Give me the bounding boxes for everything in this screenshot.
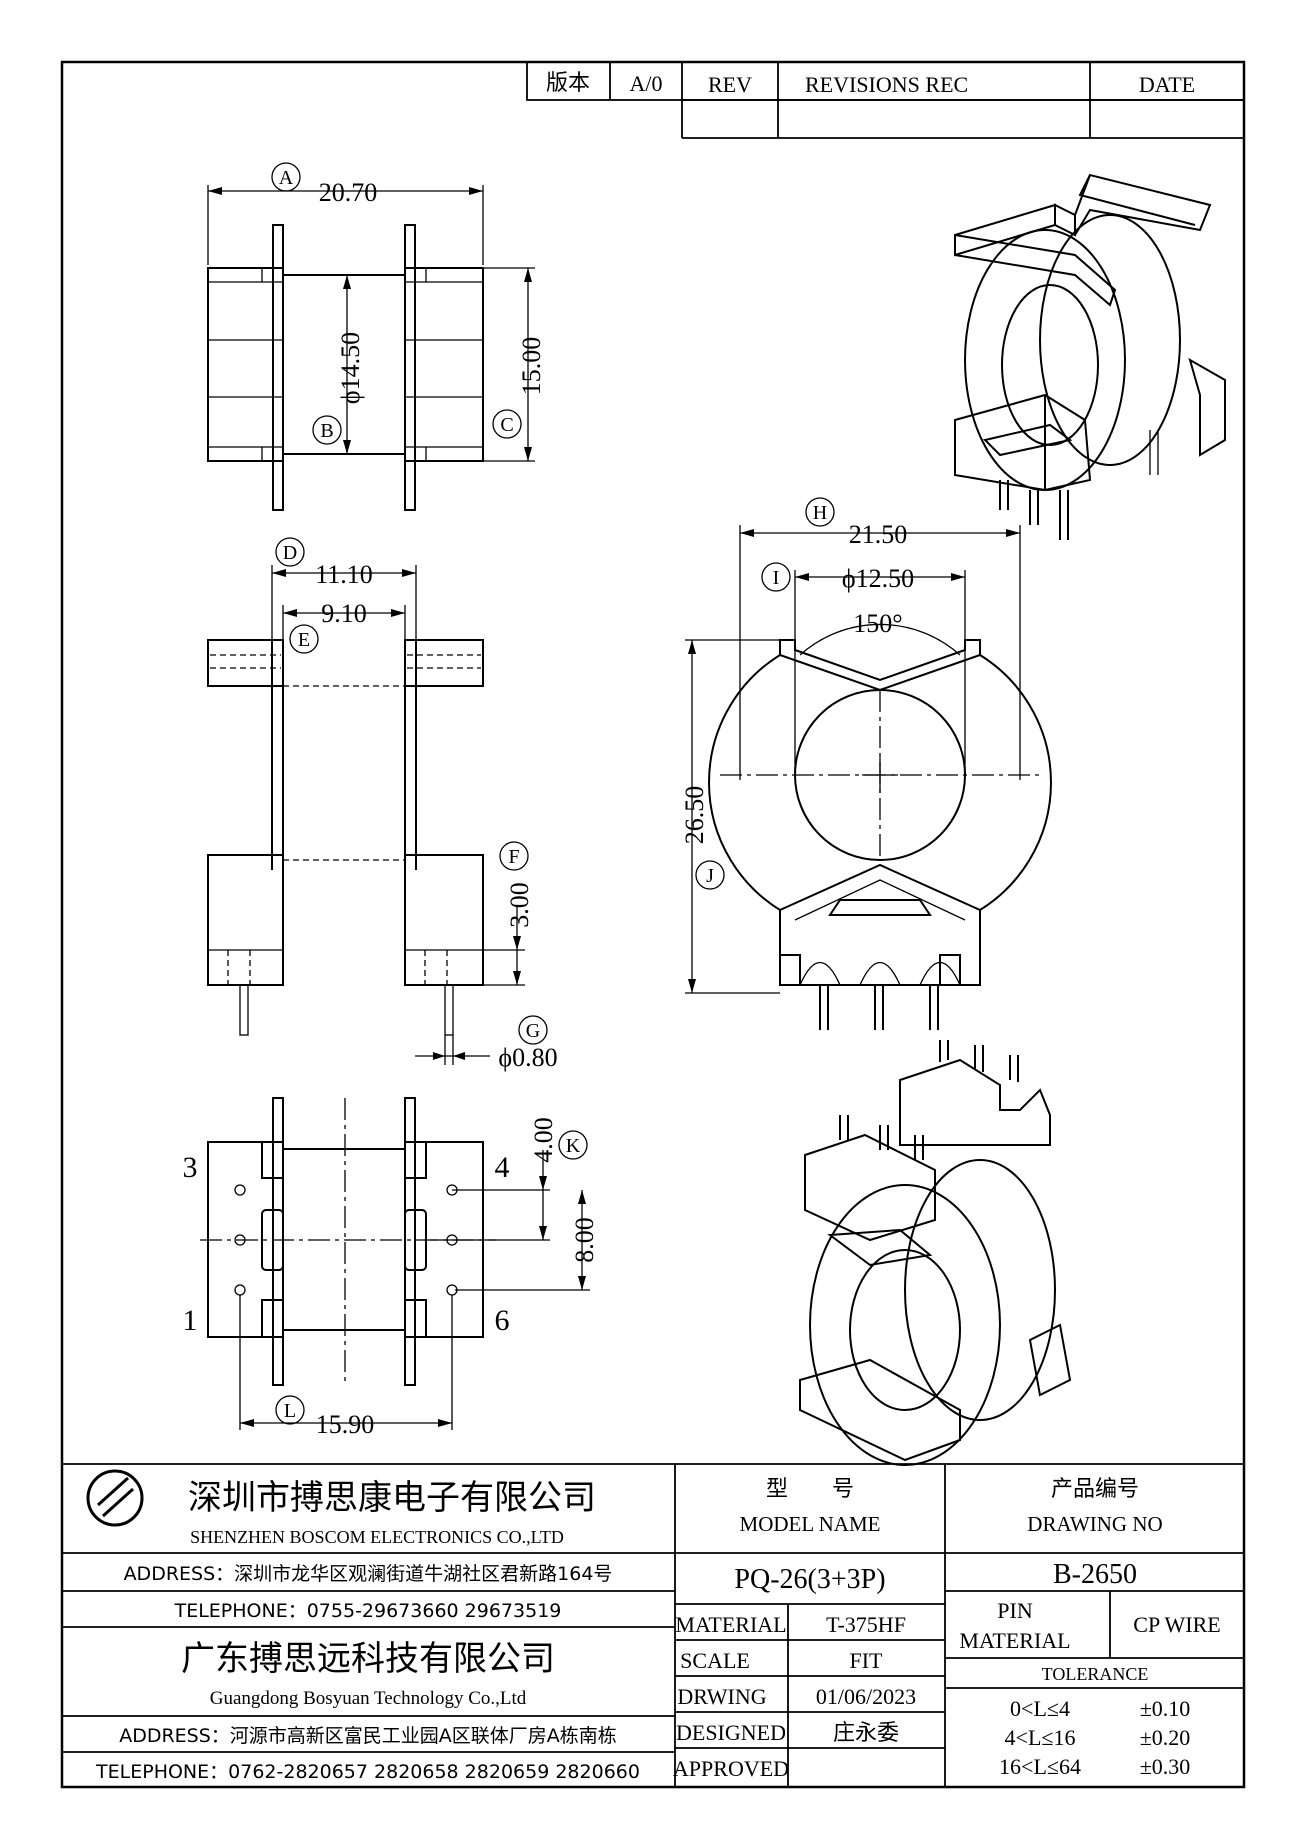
tolerance-value-3: ±0.30 [1140,1754,1191,1779]
pin-3-label: 3 [183,1151,198,1184]
dim-l-bubble: L [284,1400,296,1422]
tolerance-value-2: ±0.20 [1140,1725,1191,1750]
approved-label: APPROVED [673,1756,789,1781]
address-2: ADDRESS：河源市高新区富民工业园A区联体厂房A栋南栋 [119,1725,617,1747]
isometric-view-bottom [799,1040,1072,1466]
material-value: T-375HF [826,1612,906,1637]
drawing-label-cn: 产品编号 [1051,1477,1139,1502]
company-name-en: SHENZHEN BOSCOM ELECTRONICS CO.,LTD [190,1527,564,1547]
dim-b-value: ϕ14.50 [336,332,365,404]
pin-material-label-1: PIN [997,1598,1033,1623]
model-label-en: MODEL NAME [740,1512,881,1536]
dim-b-bubble: B [320,420,333,442]
address-1: ADDRESS：深圳市龙华区观澜街道牛湖社区君新路164号 [124,1563,613,1585]
dim-h-bubble: H [813,502,827,524]
drawing-date-value: 01/06/2023 [816,1684,916,1709]
revisions-label: REVISIONS REC [805,72,968,97]
dim-c-value: 15.00 [517,337,546,396]
company-logo-icon [86,1469,144,1527]
front-view: 150° H 21.50 I ϕ12.50 26.50 J [680,497,1052,1030]
dim-j-value: 26.50 [680,786,709,845]
dim-e-bubble: E [298,629,310,651]
model-value: PQ-26(3+3P) [734,1564,885,1595]
dim-f-value: 3.00 [505,882,534,928]
top-view: A 20.70 ϕ14.50 B 15.00 C [207,162,546,511]
pin-material-label-2: MATERIAL [959,1628,1070,1653]
revision-block: 版本 A/0 REV REVISIONS REC DATE [526,61,1245,139]
dim-a-bubble: A [279,167,294,189]
dim-a-value: 20.70 [319,178,378,207]
drawing-label-en: DRAWING NO [1027,1512,1162,1536]
dim-l-value: 15.90 [316,1410,375,1439]
tolerance-range-3: 16<L≤64 [999,1754,1081,1779]
dim-f-bubble: F [508,846,519,868]
side-view: D 11.10 9.10 E 3.00 F G ϕ0.80 [207,537,558,1072]
dim-g-bubble: G [526,1020,540,1042]
dim-i-bubble: I [773,567,780,589]
dim-i-value: ϕ12.50 [842,564,914,593]
tolerance-label: TOLERANCE [1042,1664,1149,1684]
designed-value: 庄永委 [833,1721,899,1746]
dim-j-bubble: J [706,865,714,887]
telephone-2: TELEPHONE：0762-2820657 2820658 2820659 2… [95,1761,640,1783]
pin-6-label: 6 [495,1304,510,1337]
dim-c-bubble: C [500,414,513,436]
tolerance-range-1: 0<L≤4 [1010,1696,1070,1721]
rev-label: REV [708,72,752,97]
dim-g-value: ϕ0.80 [498,1043,557,1072]
company2-name-en: Guangdong Bosyuan Technology Co.,Ltd [210,1688,527,1709]
tolerance-value-1: ±0.10 [1140,1696,1191,1721]
pin-material-value: CP WIRE [1133,1612,1220,1637]
scale-value: FIT [850,1648,884,1673]
dim-d-value: 11.10 [315,560,373,589]
dim-d-bubble: D [283,542,297,564]
version-label: 版本 [546,71,590,96]
drawing-number-value: B-2650 [1053,1559,1137,1590]
dim-pitch-value: 8.00 [570,1217,599,1263]
drawing-date-label: DRWING [677,1684,766,1709]
pin-1-label: 1 [183,1304,198,1337]
date-label: DATE [1139,72,1195,97]
dim-h-value: 21.50 [849,520,908,549]
tolerance-range-2: 4<L≤16 [1005,1725,1076,1750]
version-value: A/0 [630,71,663,96]
scale-label: SCALE [680,1648,750,1673]
isometric-view-top [954,173,1226,540]
company-name-cn: 深圳市搏思康电子有限公司 [188,1478,596,1518]
telephone-1: TELEPHONE：0755-29673660 29673519 [174,1600,562,1622]
designed-label: DESIGNED [676,1720,786,1745]
dim-k-bubble: K [566,1135,581,1157]
dim-k-value: 4.00 [529,1117,558,1163]
bottom-view: 3 4 1 6 4.00 K 8.00 L 15.90 [183,1097,599,1439]
angle-value: 150° [853,609,902,638]
title-block: 深圳市搏思康电子有限公司 SHENZHEN BOSCOM ELECTRONICS… [62,1463,1244,1787]
pin-4-label: 4 [495,1151,510,1184]
dim-e-value: 9.10 [321,599,367,628]
material-label: MATERIAL [675,1612,786,1637]
company2-name-cn: 广东搏思远科技有限公司 [181,1639,555,1679]
model-label-cn: 型 号 [766,1477,854,1502]
